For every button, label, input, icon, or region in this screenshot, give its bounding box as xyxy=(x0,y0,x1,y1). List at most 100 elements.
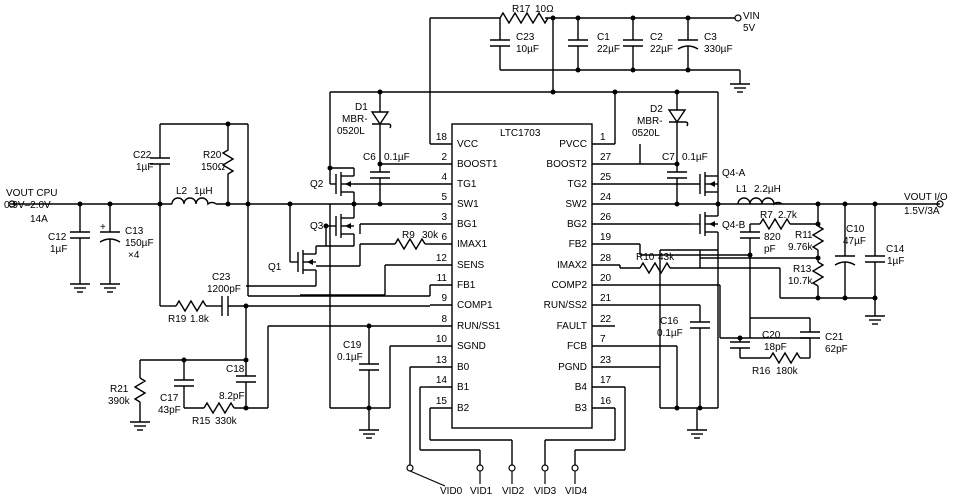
pin-boost1-label: BOOST1 xyxy=(457,159,498,170)
pin-sw2-label: SW2 xyxy=(565,199,587,210)
r20-ref: R20 xyxy=(203,150,222,161)
pin-b2-label: B2 xyxy=(457,403,470,414)
pin-num-10: 10 xyxy=(436,334,448,345)
r16-resistor xyxy=(769,351,801,365)
pin-num-2: 2 xyxy=(441,152,447,163)
l2-ref: L2 xyxy=(176,186,188,197)
vin-rail: R17 10Ω VIN 5V C23 10µF C1 22µF C2 22µF … xyxy=(330,4,760,144)
c7-value: 0.1µF xyxy=(682,152,708,163)
pin-num-22: 22 xyxy=(600,314,612,325)
r11-ref: R11 xyxy=(795,230,813,241)
vout-io-label: VOUT I/O xyxy=(904,192,948,203)
c6-ref: C6 xyxy=(363,152,376,163)
pin-pgnd-label: PGND xyxy=(558,362,587,373)
pin-num-28: 28 xyxy=(600,253,612,264)
pin-boost2-label: BOOST2 xyxy=(546,159,587,170)
right-high-side: D2 MBR- 0520L C7 0.1µF Q4-A xyxy=(619,92,810,439)
r21-value: 390k xyxy=(108,396,131,407)
c2-value: 22µF xyxy=(650,44,673,55)
d1-part2: 0520L xyxy=(337,126,365,137)
d1-ref: D1 xyxy=(355,102,368,113)
r16-ref: R16 xyxy=(752,366,771,377)
pin-b1-label: B1 xyxy=(457,382,470,393)
c6-value: 0.1µF xyxy=(384,152,410,163)
d2-diode xyxy=(667,109,687,124)
l1-value: 2.2µH xyxy=(754,184,781,195)
r17-resistor xyxy=(499,11,549,25)
pin-num-17: 17 xyxy=(600,375,612,386)
c10-value: 47µF xyxy=(843,236,866,247)
pin-num-18: 18 xyxy=(436,132,448,143)
pin-num-1: 1 xyxy=(600,132,606,143)
r9-ref: R9 xyxy=(402,230,415,241)
c820-value1: 820 xyxy=(764,232,781,243)
c14-ref: C14 xyxy=(886,244,905,255)
q4b-ref: Q4-B xyxy=(722,220,746,231)
r15-value: 330k xyxy=(215,416,238,427)
pin-imax2-label: IMAX2 xyxy=(557,260,587,271)
r13-resistor xyxy=(811,261,825,287)
c13-plus: + xyxy=(100,222,106,233)
c12-ref: C12 xyxy=(48,232,67,243)
r19-ref: R19 xyxy=(168,314,187,325)
c13-value: 150µF xyxy=(125,238,154,249)
vid-lines: VID0 VID1 VID2 VID3 VID4 xyxy=(406,366,626,497)
pin-num-8: 8 xyxy=(441,314,447,325)
vin-label: VIN xyxy=(743,11,760,22)
c19-ref: C19 xyxy=(343,340,362,351)
pin-sw1-label: SW1 xyxy=(457,199,479,210)
c1-ref: C1 xyxy=(597,32,610,43)
pin-num-14: 14 xyxy=(436,375,448,386)
right-output: L1 2.2µH VOUT I/O 1.5V/3A R7 2.7k 820 pF… xyxy=(700,184,948,377)
vout-io-value: 1.5V/3A xyxy=(904,206,940,217)
vid3-label: VID3 xyxy=(534,486,557,497)
c10-ref: C10 xyxy=(846,224,865,235)
pin-num-9: 9 xyxy=(441,293,447,304)
q4a-mosfet xyxy=(699,172,718,196)
pin-tg2-label: TG2 xyxy=(568,179,588,190)
pin-num-16: 16 xyxy=(600,396,612,407)
r11-value: 9.76k xyxy=(788,242,813,253)
vout-cpu-range: 0.9V–2.0V xyxy=(4,200,51,211)
r19-resistor xyxy=(175,299,207,313)
vin-value: 5V xyxy=(743,23,756,34)
q3-mosfet xyxy=(326,204,355,242)
pin-fb2-label: FB2 xyxy=(569,239,588,250)
d1-diode xyxy=(370,111,390,126)
c14-value: 1µF xyxy=(887,256,904,267)
pin-sgnd-label: SGND xyxy=(457,341,486,352)
c23-value: 1200pF xyxy=(207,284,241,295)
pin-num-11: 11 xyxy=(437,273,448,284)
pin-runss2-label: RUN/SS2 xyxy=(544,300,588,311)
r10-ref: R10 xyxy=(636,252,655,263)
pin-num-12: 12 xyxy=(436,253,448,264)
c23top-value: 10µF xyxy=(516,44,539,55)
d2-part2: 0520L xyxy=(632,128,660,139)
l1-ref: L1 xyxy=(736,184,748,195)
pin-vcc-label: VCC xyxy=(457,139,478,150)
pin-num-24: 24 xyxy=(600,192,612,203)
pin-fault-label: FAULT xyxy=(557,321,587,332)
pin-num-21: 21 xyxy=(600,293,612,304)
r9-resistor xyxy=(394,237,426,251)
c17-value: 43pF xyxy=(158,405,181,416)
d2-ref: D2 xyxy=(650,104,663,115)
pin-num-5: 5 xyxy=(441,192,447,203)
c820-value2: pF xyxy=(764,244,776,255)
d2-part1: MBR- xyxy=(637,116,663,127)
pin-num-20: 20 xyxy=(600,273,612,284)
pin-num-23: 23 xyxy=(600,355,612,366)
c19-value: 0.1µF xyxy=(337,352,363,363)
r16-value: 180k xyxy=(776,366,799,377)
c3-value: 330µF xyxy=(704,44,733,55)
pin-b4-label: B4 xyxy=(575,382,588,393)
c1-value: 22µF xyxy=(597,44,620,55)
pin-comp1-label: COMP1 xyxy=(457,300,493,311)
r7-ref: R7 xyxy=(760,210,773,221)
r17-value: 10Ω xyxy=(535,4,554,15)
pin-num-13: 13 xyxy=(436,355,448,366)
r21-resistor xyxy=(133,377,147,403)
pin-imax1-label: IMAX1 xyxy=(457,239,487,250)
c23-ref: C23 xyxy=(212,272,231,283)
